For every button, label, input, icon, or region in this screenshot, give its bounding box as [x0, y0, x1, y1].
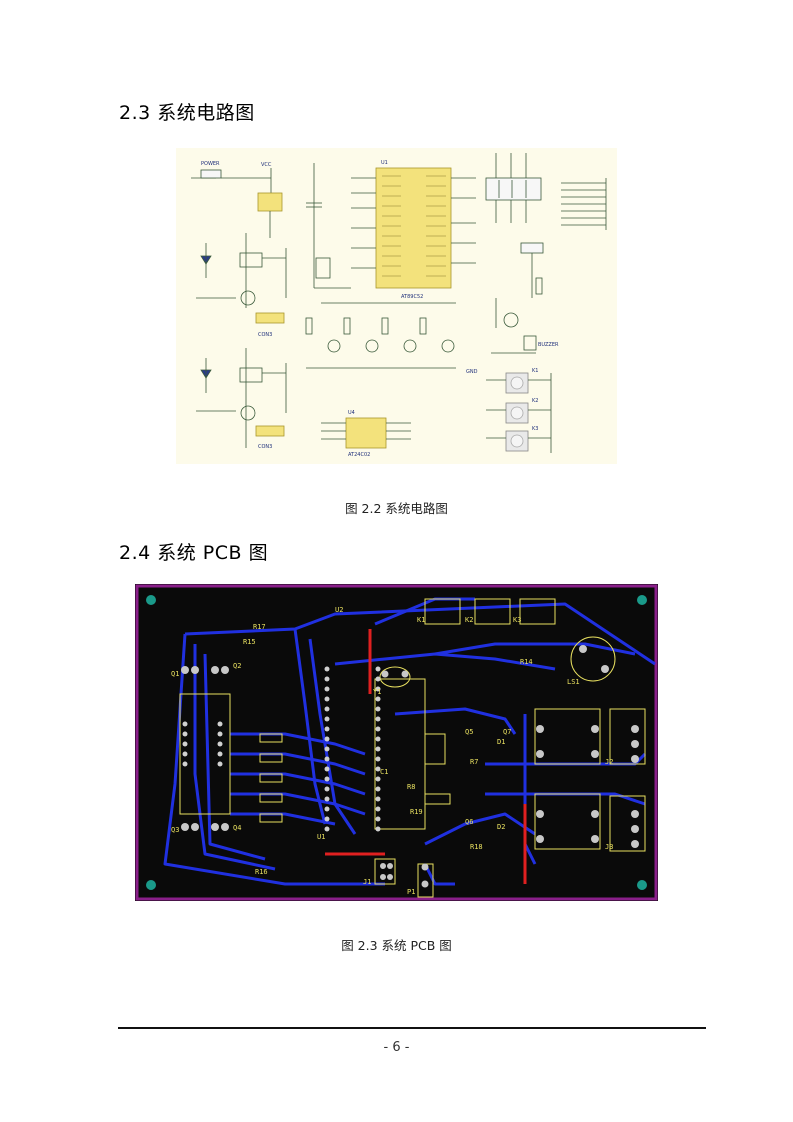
footer-divider: [118, 1027, 706, 1029]
gnd-label: GND: [466, 369, 478, 375]
mcu-title-label: U1: [381, 160, 388, 166]
key1-label: K1: [532, 368, 538, 374]
pcb-label-q5: Q5: [465, 728, 473, 736]
pcb-label-k1: K1: [417, 616, 425, 624]
pcb-label-d2: D2: [497, 823, 505, 831]
u4-label: U4: [348, 410, 355, 416]
pcb-label-r8: R8: [407, 783, 415, 791]
pcb-label-k2: K2: [465, 616, 473, 624]
buzzer-label: BUZZER: [538, 342, 559, 348]
pcb-label-k3: K3: [513, 616, 521, 624]
figure-caption-circuit: 图 2.2 系统电路图: [345, 501, 448, 516]
pcb-label-r7: R7: [470, 758, 478, 766]
pcb-label-p1: P1: [407, 888, 415, 896]
u4-part-label: AT24C02: [348, 452, 370, 458]
pcb-label-r15: R15: [243, 638, 256, 646]
pcb-label-q6: Q6: [465, 818, 473, 826]
pcb-label-r17: R17: [253, 623, 266, 631]
pcb-label-r18: R18: [470, 843, 483, 851]
pcb-label-j1: J1: [363, 878, 371, 886]
pcb-label-q7: Q7: [503, 728, 511, 736]
schematic-drawing: AT89C52 U1 CON3 CON3 BUZZER U4 AT24C02 P…: [191, 153, 607, 458]
power-label: POWER: [201, 161, 220, 167]
key2-label: K2: [532, 398, 538, 404]
relay2-label: CON3: [258, 444, 272, 450]
pcb-label-j3: J3: [605, 843, 613, 851]
section-heading-pcb: 2.4 系统 PCB 图: [119, 542, 269, 564]
circuit-schematic-figure: AT89C52 U1 CON3 CON3 BUZZER U4 AT24C02 P…: [176, 148, 617, 464]
key3-label: K3: [532, 426, 538, 432]
pcb-label-ls1: LS1: [567, 678, 580, 686]
pcb-label-q1: Q1: [171, 670, 179, 678]
vcc-label: VCC: [261, 162, 272, 168]
pcb-label-c1: C1: [380, 768, 388, 776]
pcb-drawing: K1 K2 K3 U1 U2 Y1 Q1 Q2 Q3 Q4 Q5 Q6 Q7 R…: [135, 584, 658, 901]
figure-caption-pcb: 图 2.3 系统 PCB 图: [341, 938, 452, 953]
pcb-label-d1: D1: [497, 738, 505, 746]
pcb-label-q3: Q3: [171, 826, 179, 834]
pcb-label-q2: Q2: [233, 662, 241, 670]
pcb-label-j2: J2: [605, 758, 613, 766]
section-heading-circuit: 2.3 系统电路图: [119, 102, 255, 124]
pcb-label-u2: U2: [335, 606, 343, 614]
pcb-label-r19: R19: [410, 808, 423, 816]
mcu-part-label: AT89C52: [401, 294, 423, 300]
pcb-label-y1: Y1: [373, 688, 381, 696]
pcb-label-r14: R14: [520, 658, 533, 666]
pcb-label-r16: R16: [255, 868, 268, 876]
page-number: - 6 -: [383, 1040, 410, 1055]
pcb-label-q4: Q4: [233, 824, 241, 832]
relay1-label: CON3: [258, 332, 272, 338]
pcb-label-u1: U1: [317, 833, 325, 841]
pcb-layout-figure: K1 K2 K3 U1 U2 Y1 Q1 Q2 Q3 Q4 Q5 Q6 Q7 R…: [135, 584, 658, 901]
